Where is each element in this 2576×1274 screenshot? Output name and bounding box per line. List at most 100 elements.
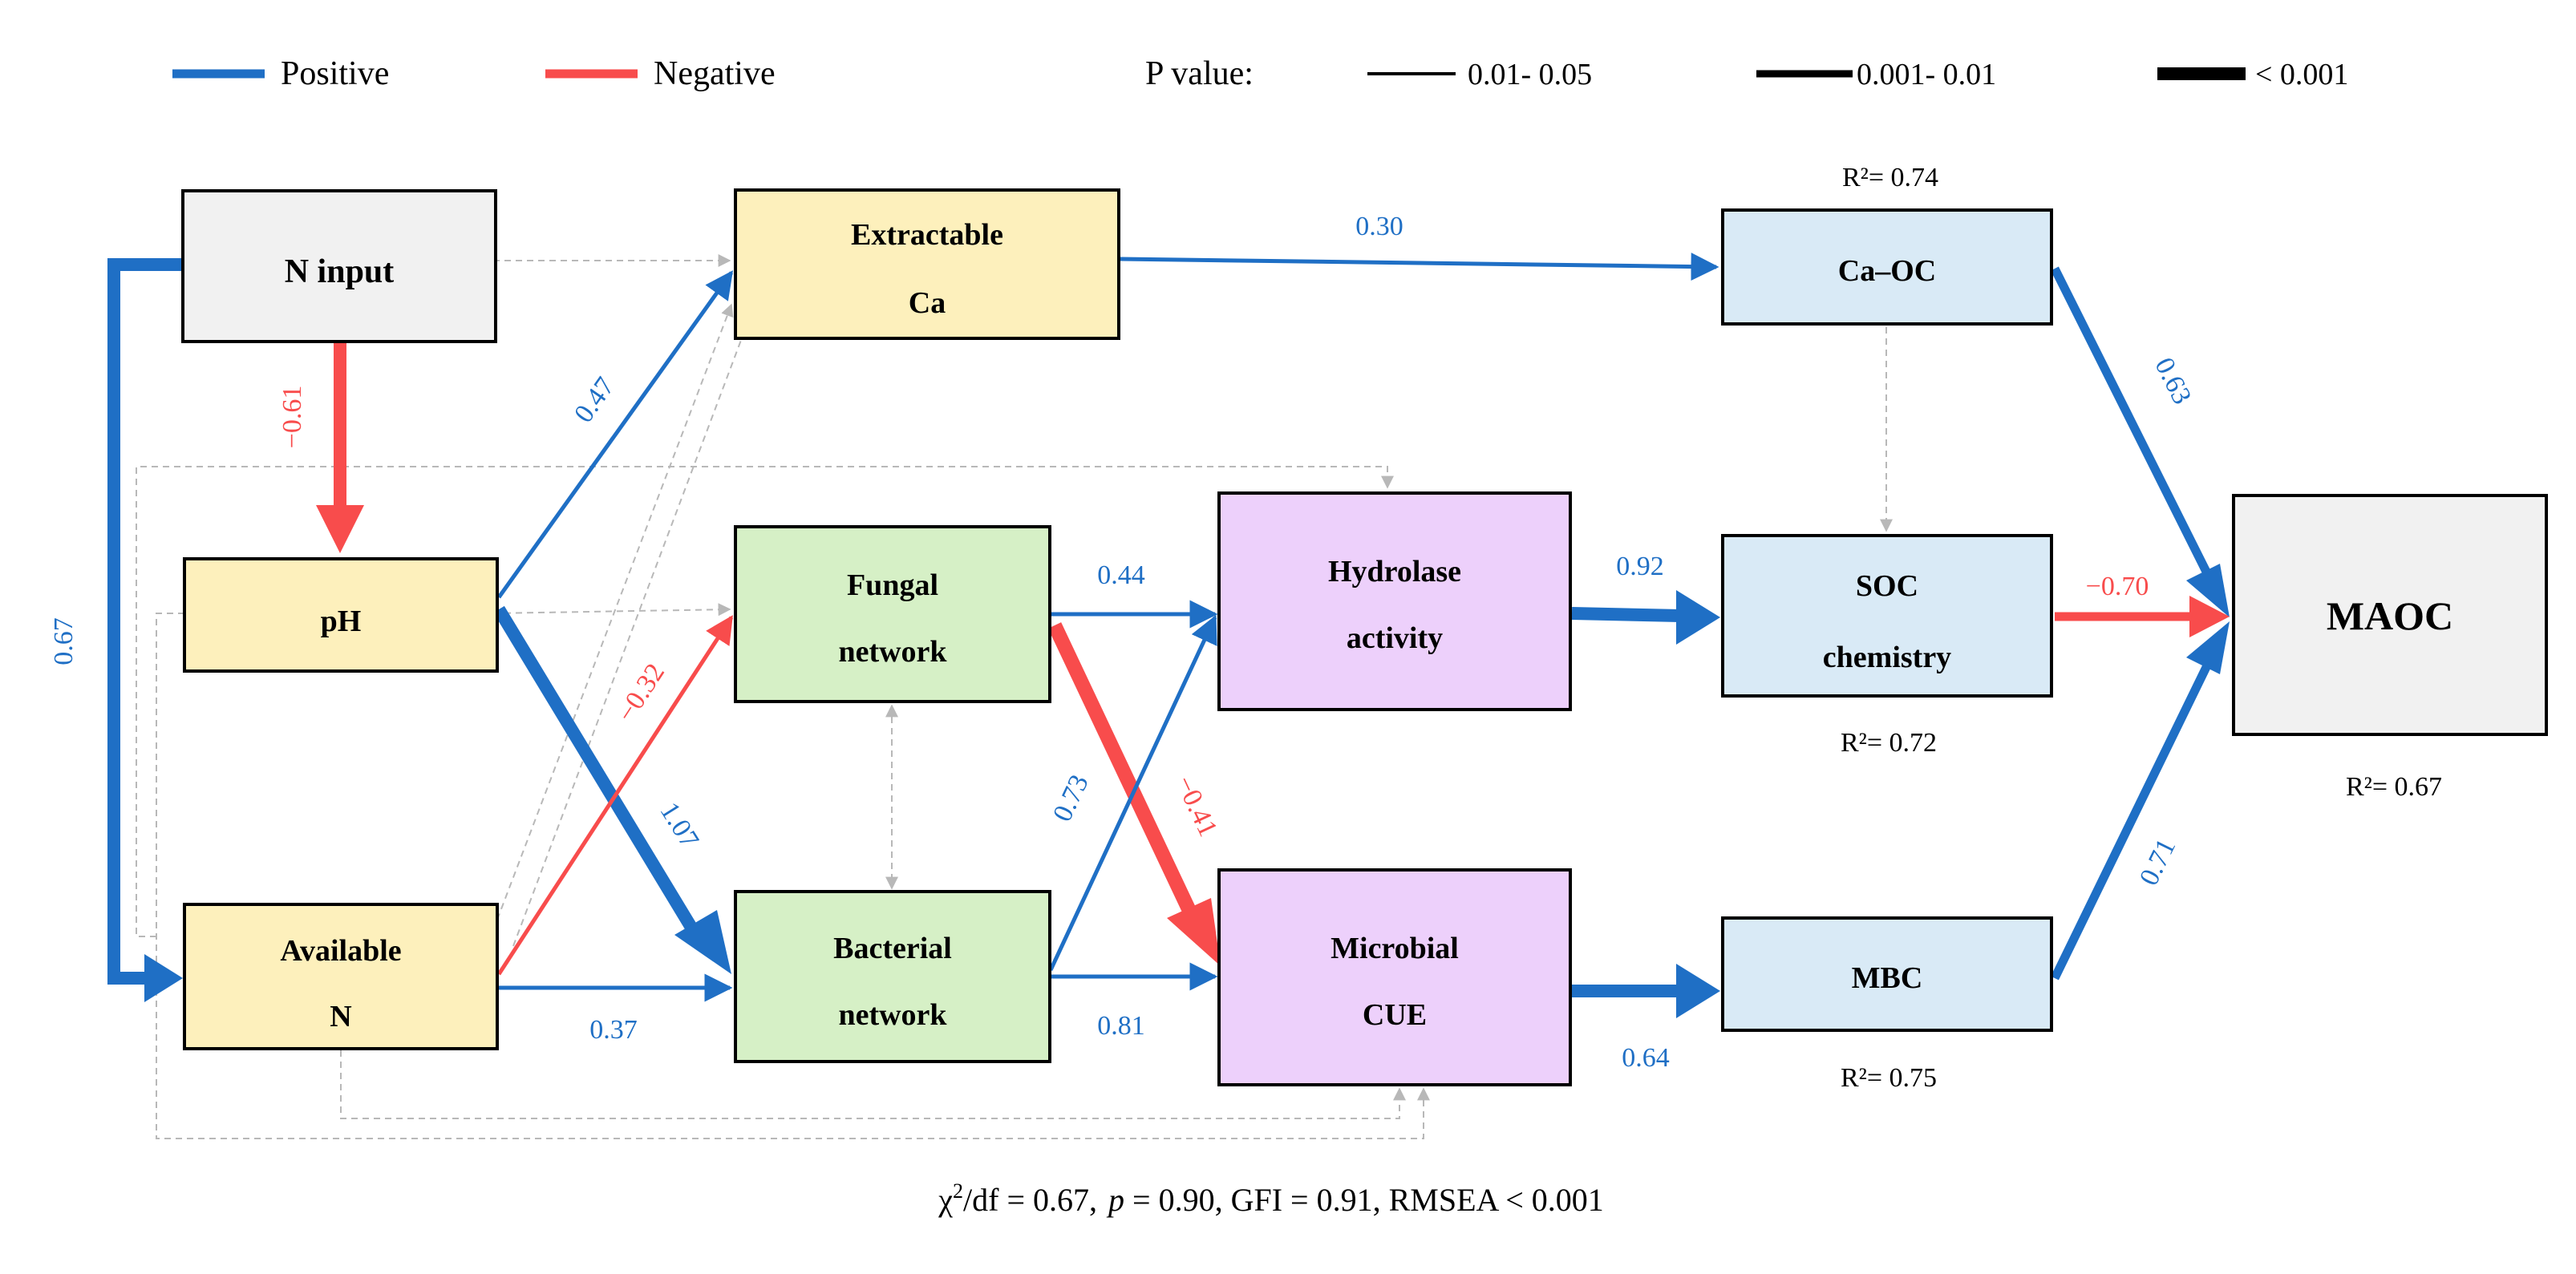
node-soc-chemistry-label-line2: chemistry (1823, 641, 1951, 674)
node-maoc-box (2232, 494, 2548, 736)
node-hydrolase-activity-label-line2: activity (1347, 621, 1443, 655)
node-available-n-label-line1: Available (280, 934, 401, 968)
path-caoc-maoc (2051, 266, 2211, 576)
node-available-n-label-line2: N (330, 1000, 351, 1033)
coef-fungal-hydrolase: 0.44 (1097, 560, 1145, 590)
legend-p-level-1-label: 0.01- 0.05 (1468, 58, 1592, 91)
fit-chi-symbol: χ (938, 1182, 953, 1218)
coef-ninput-ph: −0.61 (277, 386, 307, 449)
arrowhead-ninput-ph (316, 505, 364, 553)
arrowhead-ninput-availablen (144, 954, 183, 1002)
coef-availablen-fungal: −0.32 (611, 658, 670, 727)
coef-mbc-maoc: 0.71 (2134, 835, 2181, 891)
model-fit-statistics: χ2/df = 0.67,p = 0.90, GFI = 0.91, RMSEA… (938, 1179, 1604, 1218)
coef-ninput-availablen: 0.67 (49, 617, 79, 665)
path-ninput-availablen (107, 258, 183, 985)
node-n-input-box (181, 189, 497, 343)
node-hydrolase-activity-box (1217, 491, 1572, 711)
node-available-n: Available N (183, 903, 499, 1050)
ns-path-to-hydrolase (136, 466, 1394, 937)
node-bacterial-network: Bacterial network (734, 890, 1051, 1063)
node-ph-box (183, 557, 499, 673)
coef-ph-bacterial: 1.07 (654, 797, 704, 853)
coef-caoc-maoc: 0.63 (2149, 353, 2197, 409)
node-extractable-ca-box (734, 188, 1120, 340)
coef-extractableca-caoc: 0.30 (1355, 212, 1403, 241)
node-fungal-network: Fungal network (734, 525, 1051, 703)
arrowhead-cue-mbc (1676, 964, 1720, 1018)
ns-path-availablen-to-cue (340, 1050, 1406, 1119)
r2-mbc: R²= 0.75 (1841, 1063, 1937, 1093)
coef-bacterial-hydrolase: 0.73 (1047, 770, 1095, 827)
node-ca-oc: Ca–OC (1721, 208, 2053, 326)
path-extractableca-caoc (1120, 253, 1719, 281)
nonsignificant-paths (136, 254, 1893, 1139)
node-ph-label: pH (321, 605, 362, 638)
ns-path-ph-to-cue (156, 613, 1430, 1139)
arrowhead-hydrolase-soc (1676, 590, 1720, 645)
fit-chi-superscript: 2 (953, 1179, 963, 1203)
path-availablen-fungal (496, 615, 734, 976)
arrowhead-fungal-cue (1167, 898, 1221, 966)
nodes: N input pH Available N Extractable Ca Fu… (181, 188, 2548, 1086)
coef-fungal-cue: −0.41 (1169, 771, 1223, 841)
node-ca-oc-label: Ca–OC (1838, 254, 1936, 288)
node-fungal-network-label-line1: Fungal (847, 568, 938, 602)
ns-path-ph-fungal (492, 603, 731, 617)
node-ph: pH (183, 557, 499, 673)
node-soc-chemistry: SOC chemistry (1721, 534, 2053, 698)
node-extractable-ca-label-line2: Ca (909, 286, 946, 320)
node-n-input: N input (181, 189, 497, 343)
node-soc-chemistry-box (1721, 534, 2053, 698)
path-hydrolase-soc (1571, 607, 1681, 622)
node-fungal-network-box (734, 525, 1051, 703)
node-microbial-cue: Microbial CUE (1217, 868, 1572, 1086)
arrowhead-ph-bacterial (674, 910, 731, 974)
path-mbc-maoc (2051, 663, 2211, 981)
coef-bacterial-cue: 0.81 (1097, 1011, 1145, 1041)
node-microbial-cue-label-line1: Microbial (1331, 932, 1459, 965)
significant-paths (107, 253, 2230, 1018)
fit-df-text: /df = 0.67, (963, 1182, 1097, 1218)
legend: Positive Negative P value: 0.01- 0.05 0.… (172, 55, 2348, 92)
node-hydrolase-activity: Hydrolase activity (1217, 491, 1572, 711)
node-extractable-ca: Extractable Ca (734, 188, 1120, 340)
r2-soc-chemistry: R²= 0.72 (1841, 728, 1937, 758)
node-hydrolase-activity-label-line1: Hydrolase (1328, 555, 1461, 588)
coef-availablen-bacterial: 0.37 (589, 1015, 638, 1045)
arrowhead-mbc-maoc (2186, 621, 2230, 674)
path-bacterial-hydrolase (1048, 614, 1217, 972)
node-mbc-box (1721, 916, 2053, 1032)
node-bacterial-network-label-line1: Bacterial (833, 932, 952, 965)
node-maoc: MAOC (2232, 494, 2548, 736)
node-microbial-cue-box (1217, 868, 1572, 1086)
node-n-input-label: N input (285, 253, 395, 290)
fit-rest-text: = 0.90, GFI = 0.91, RMSEA < 0.001 (1124, 1182, 1604, 1218)
node-fungal-network-label-line2: network (838, 635, 947, 669)
node-bacterial-network-box (734, 890, 1051, 1063)
node-mbc: MBC (1721, 916, 2053, 1032)
path-ph-bacterial (493, 605, 703, 942)
node-extractable-ca-label-line1: Extractable (851, 218, 1003, 252)
fit-p-symbol: p (1106, 1182, 1124, 1218)
coef-soc-maoc: −0.70 (2086, 572, 2149, 601)
legend-p-value-title: P value: (1145, 55, 1254, 92)
arrowhead-soc-maoc (2189, 596, 2230, 637)
node-soc-chemistry-label-line1: SOC (1856, 569, 1918, 603)
legend-negative-label: Negative (654, 55, 776, 92)
node-mbc-label: MBC (1852, 961, 1923, 995)
legend-p-level-2-label: 0.001- 0.01 (1857, 58, 1996, 91)
r2-maoc: R²= 0.67 (2346, 772, 2442, 802)
path-ph-extractableca (496, 270, 734, 599)
legend-p-level-3-label: < 0.001 (2255, 58, 2348, 91)
coef-ph-extractableca: 0.47 (569, 372, 620, 428)
node-ca-oc-box (1721, 208, 2053, 326)
node-available-n-box (183, 903, 499, 1050)
node-maoc-label: MAOC (2327, 593, 2453, 638)
arrowhead-caoc-maoc (2186, 564, 2230, 617)
node-bacterial-network-label-line2: network (838, 998, 947, 1032)
r-squared-labels: R²= 0.74 R²= 0.72 R²= 0.75 R²= 0.67 (1841, 163, 2442, 1093)
coef-hydrolase-soc: 0.92 (1616, 552, 1664, 581)
coef-cue-mbc: 0.64 (1622, 1043, 1670, 1073)
